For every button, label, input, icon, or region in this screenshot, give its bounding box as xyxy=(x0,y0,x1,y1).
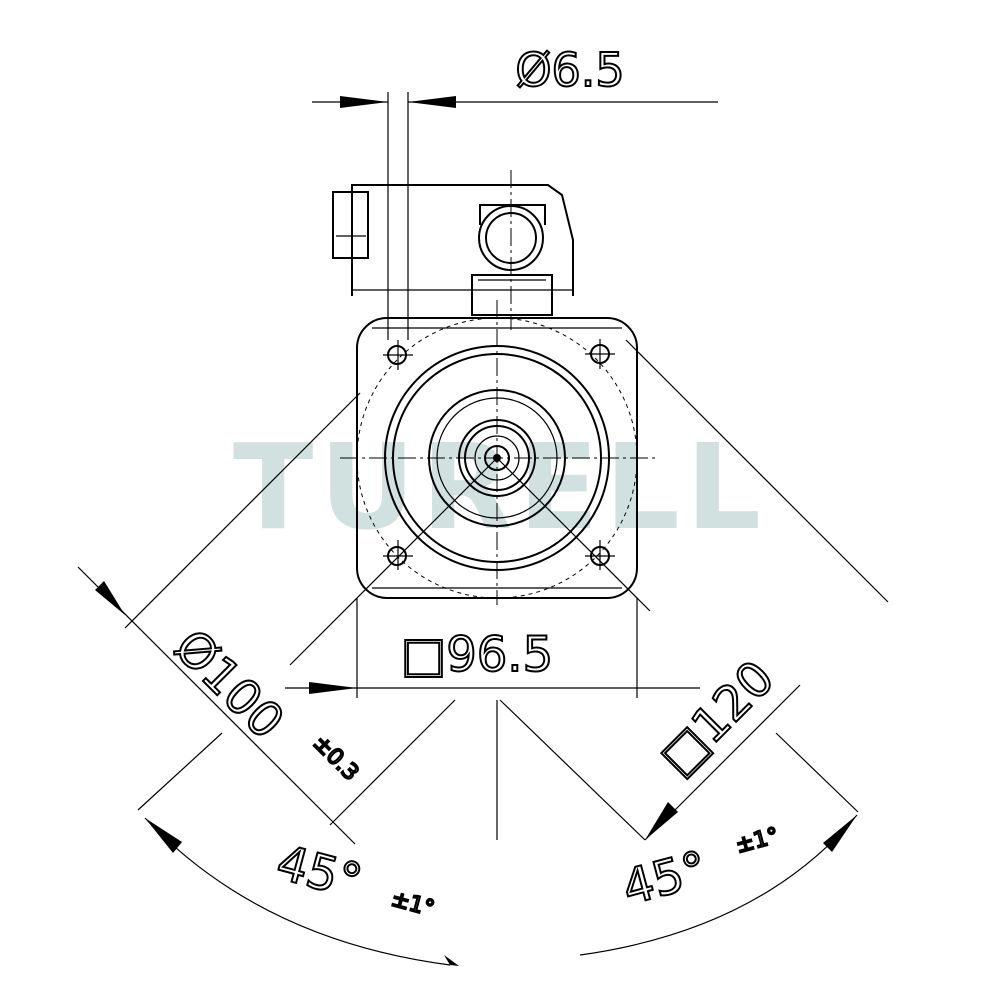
left-angle-label: 45° xyxy=(271,834,368,910)
center-lines xyxy=(289,300,655,666)
right-angle-tolerance: ±1° xyxy=(733,823,781,858)
left-angle-tolerance: ±1° xyxy=(388,887,436,922)
right-angle-label: 45° xyxy=(617,840,714,916)
outer-square-label: □120 xyxy=(649,650,785,786)
outer-square-dimension: □120 xyxy=(625,339,889,841)
watermark: TURELL xyxy=(233,418,767,556)
hole-diameter-dimension: Ø6.5 xyxy=(312,42,718,340)
pitch-circle-tolerance: ±0.3 xyxy=(308,731,363,786)
flange-square-label: □96.5 xyxy=(401,627,553,683)
hole-diameter-label: Ø6.5 xyxy=(515,43,624,97)
pitch-circle-label: Ø100 xyxy=(164,619,295,750)
terminal-box xyxy=(332,170,574,330)
flange-square-dimension: □96.5 xyxy=(285,598,700,698)
